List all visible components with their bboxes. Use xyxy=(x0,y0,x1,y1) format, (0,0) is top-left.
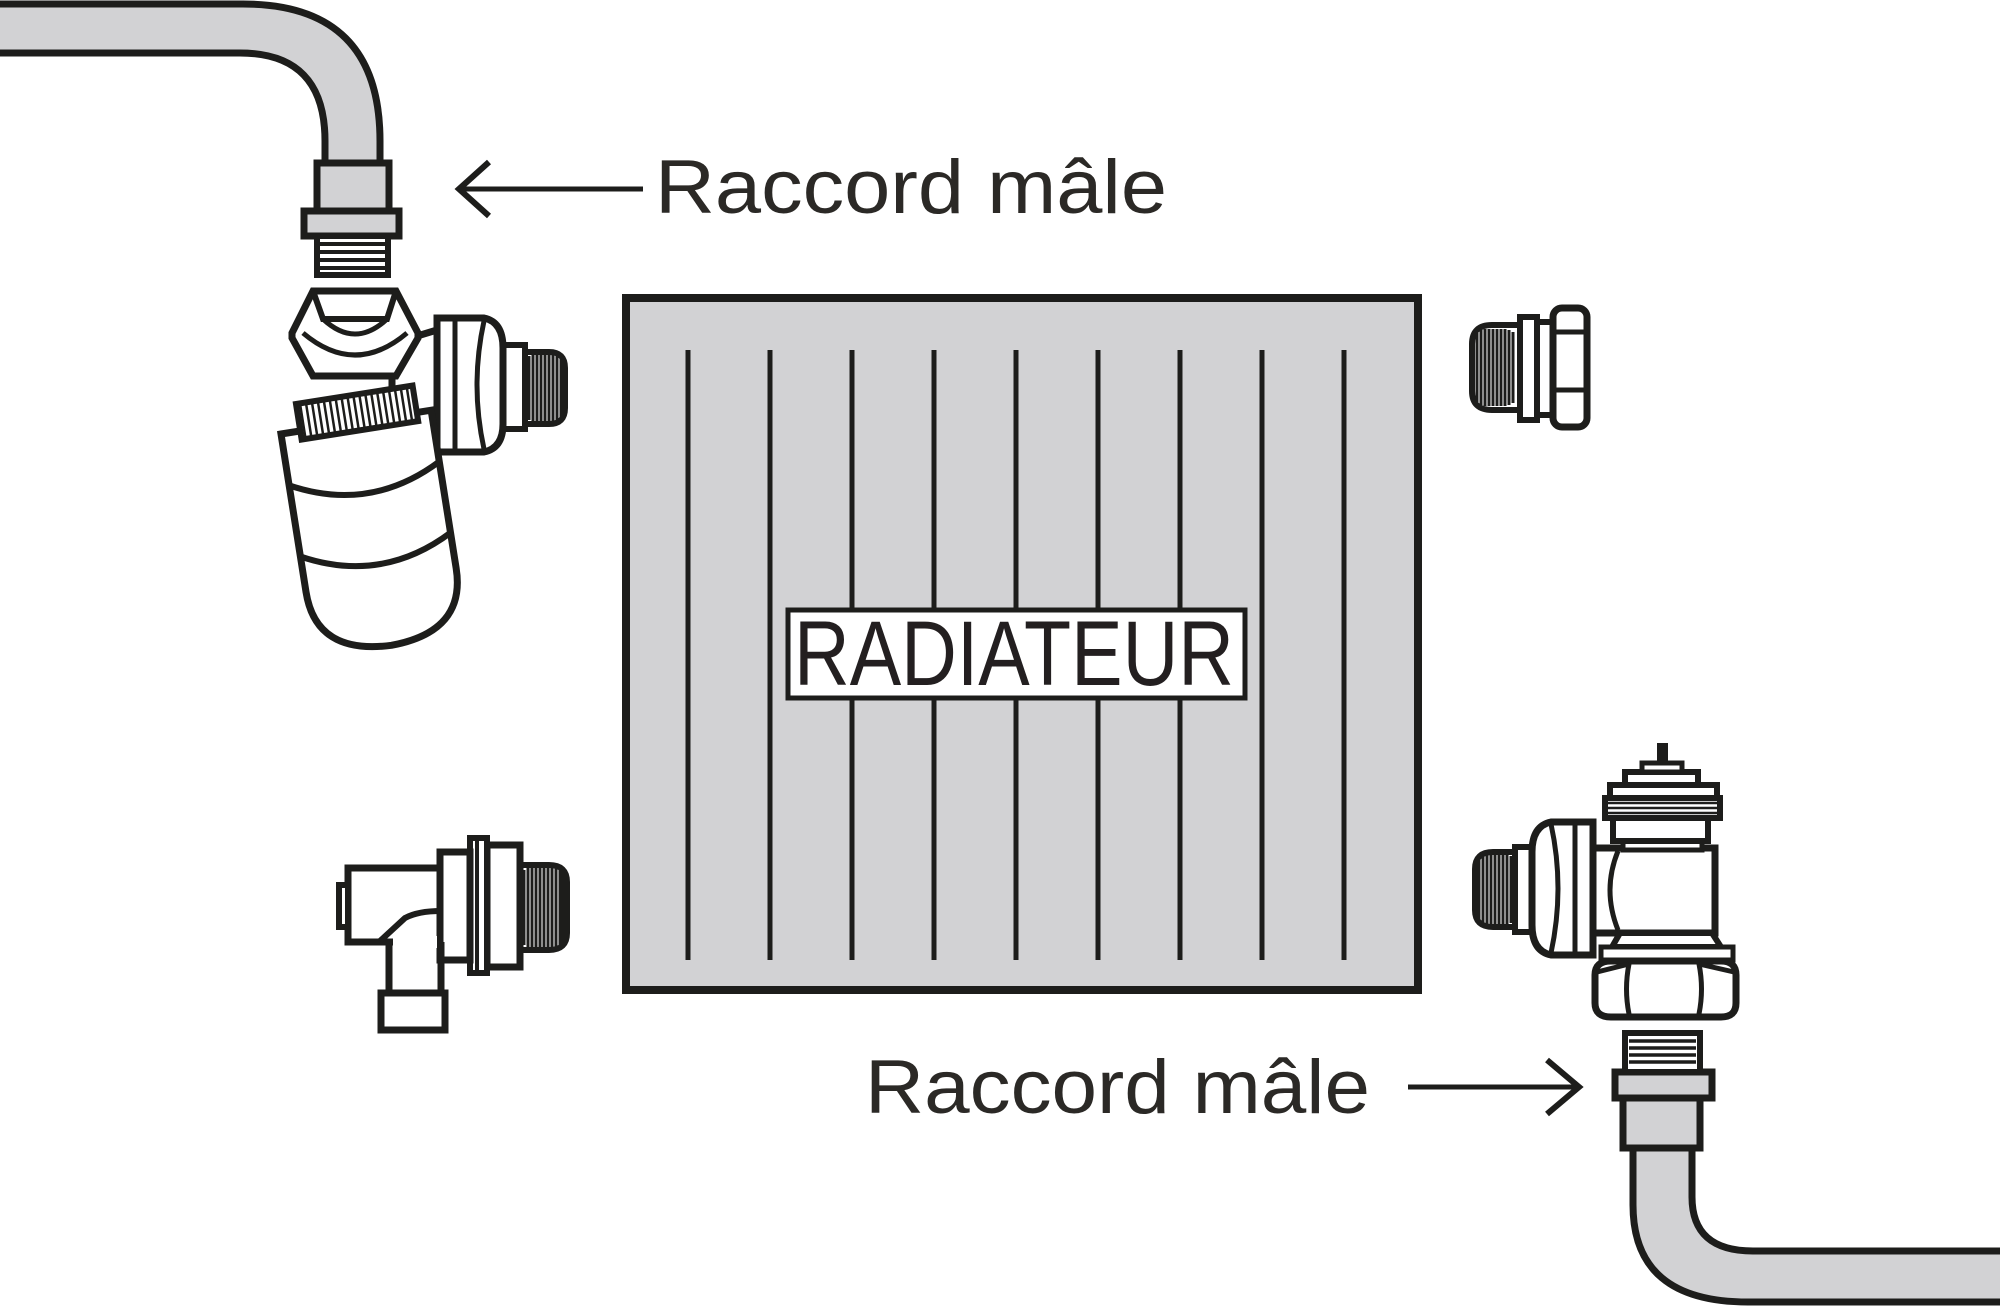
radiator: RADIATEUR xyxy=(622,294,1422,994)
elbow-pipe-sides xyxy=(385,942,445,993)
radiator-label: RADIATEUR xyxy=(794,603,1234,705)
elbow-valve-bottom-left xyxy=(336,835,570,1034)
thermostatic-head xyxy=(276,406,461,651)
plug-fitting-top-right xyxy=(1469,304,1591,431)
valve-body-curve xyxy=(1607,850,1621,931)
supply-pipe-top-left xyxy=(0,0,384,167)
fitting-block xyxy=(1619,1094,1704,1152)
union-facets xyxy=(452,318,487,452)
elbow-bend-line xyxy=(377,908,442,944)
annotation-top: Raccord mâle xyxy=(454,145,1167,230)
thermostatic-valve-top-left xyxy=(276,287,568,651)
pipe-opening-mask xyxy=(393,936,437,948)
head-outline xyxy=(276,406,461,651)
thread-lines xyxy=(527,353,563,423)
male-thread-block xyxy=(1622,1030,1703,1075)
hex-nut-face xyxy=(310,289,399,322)
fitting-sleeve xyxy=(313,159,393,215)
pin-base xyxy=(1639,760,1685,775)
arrow-head-right xyxy=(1545,1057,1584,1117)
thread-lines xyxy=(1629,1039,1696,1064)
union-right-piece xyxy=(483,841,524,971)
angle-valve-bottom-right xyxy=(1472,743,1740,1021)
union-nut xyxy=(1528,818,1597,959)
fitting-collar xyxy=(1611,1068,1716,1102)
thread-lines xyxy=(1475,329,1515,406)
hex-nut-arcs xyxy=(301,317,409,358)
head-bands xyxy=(288,459,453,570)
union-left-piece xyxy=(436,848,474,964)
plug-hex-facets xyxy=(1553,329,1587,393)
fitting-collar xyxy=(300,207,403,240)
pipe-elbow-shape xyxy=(1629,1141,2000,1306)
knurl-hatch xyxy=(299,388,414,438)
male-fitting-bottom-right xyxy=(1611,1030,1716,1152)
valve-pin xyxy=(1657,743,1668,764)
union-facets xyxy=(1548,822,1578,955)
plug-hex-head xyxy=(1549,304,1591,431)
valve-upper-body xyxy=(1610,815,1711,844)
hex-nut-facets xyxy=(1596,961,1735,1015)
male-fitting-top-left xyxy=(300,159,403,278)
arrow-head-left xyxy=(454,159,492,219)
elbow-left-cap xyxy=(336,882,351,930)
annotation-label: Raccord mâle xyxy=(655,145,1167,230)
thread-lines xyxy=(320,242,385,270)
union-nut xyxy=(433,314,507,456)
return-pipe-bottom-right xyxy=(1629,1141,2000,1306)
knurled-ring xyxy=(292,382,422,443)
annotation-label: Raccord mâle xyxy=(865,1045,1370,1130)
elbow-bottom-cap xyxy=(377,989,449,1034)
pipe-elbow-shape xyxy=(0,0,384,167)
annotation-bottom: Raccord mâle xyxy=(865,1045,1584,1130)
radiator-label-box xyxy=(785,607,1248,701)
thread-lines xyxy=(1477,855,1513,924)
ribbed-ring-lines xyxy=(1607,801,1718,815)
thread-lines xyxy=(522,868,565,947)
